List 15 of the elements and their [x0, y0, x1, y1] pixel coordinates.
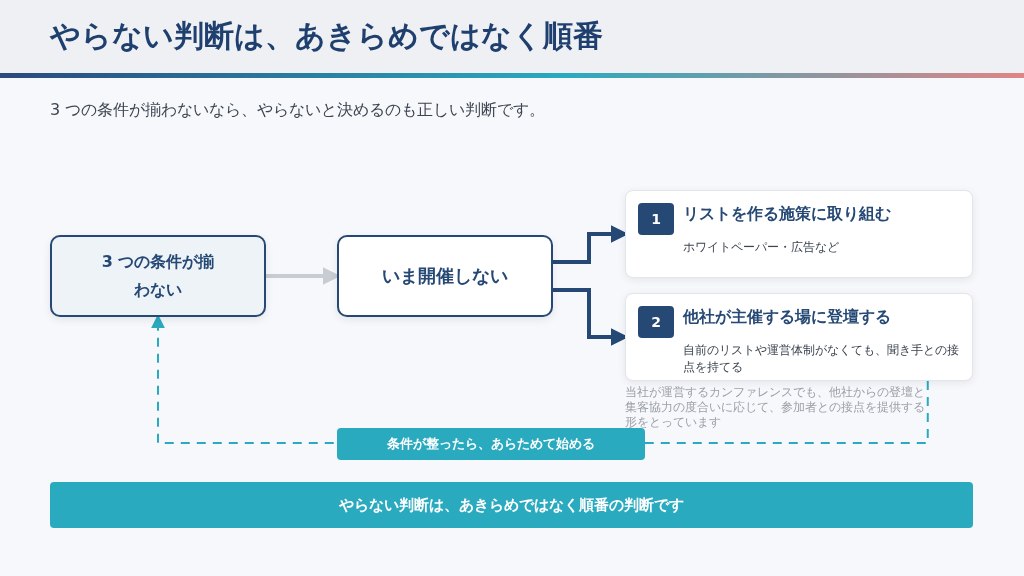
number-badge: 1 — [638, 203, 674, 235]
edge-label: 条件が整ったら、あらためて始める — [337, 428, 645, 460]
note-text: 当社が運営するカンファレンスでも、他社からの登壇と集客協力の度合いに応じて、参加者との接点を提供する形をとっています — [625, 385, 925, 430]
card-body: 自前のリストや運営体制がなくても、聞き手との接点を持てる — [683, 342, 960, 376]
number-badge: 2 — [638, 306, 674, 338]
option-card — [625, 190, 973, 278]
option-card — [625, 293, 973, 381]
subtitle: 3 つの条件が揃わないなら、やらないと決めるのも正しい判断です。 — [50, 100, 546, 121]
card-body: ホワイトペーパー・広告など — [683, 239, 840, 256]
summary-banner: やらない判断は、あきらめではなく順番の判断です — [50, 482, 973, 528]
card-heading: 他社が主催する場に登壇する — [683, 307, 891, 328]
process-box: いま開催しない — [337, 235, 553, 317]
slide-title: やらない判断は、あきらめではなく順番 — [50, 17, 603, 55]
process-box: 3 つの条件が揃わない — [50, 235, 266, 317]
card-heading: リストを作る施策に取り組む — [683, 204, 891, 225]
